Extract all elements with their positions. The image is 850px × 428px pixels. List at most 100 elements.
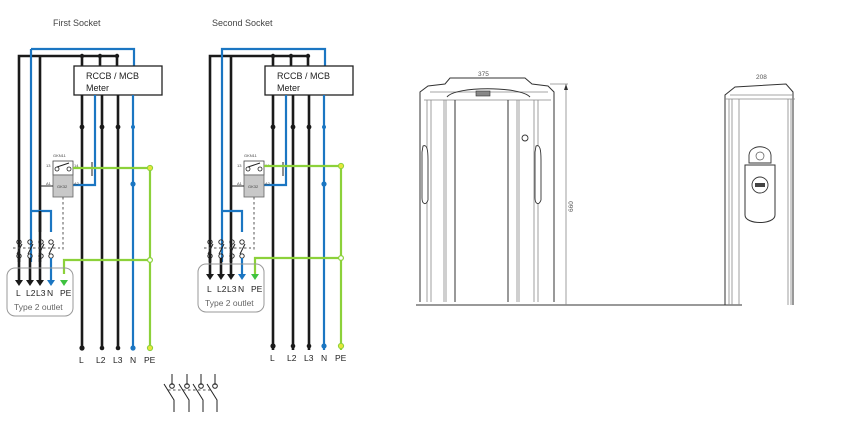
outlet-terminal-label: L3	[36, 288, 46, 298]
door-edges	[454, 100, 509, 302]
junction-dot	[130, 181, 136, 187]
supply-terminal-label: PE	[144, 355, 156, 365]
supply-terminal-label: L	[79, 355, 84, 365]
wire-neutral-to-switch	[222, 209, 244, 232]
socket-cover-icon	[748, 146, 772, 164]
outlet-terminal-label: L2	[26, 288, 36, 298]
junction-dot	[306, 124, 312, 130]
schematic-second-socket: Second Socket RCCB / MCB Meter GKN11 GK3…	[197, 18, 354, 363]
switch-symbol-contact	[169, 383, 175, 389]
switch-contact	[218, 239, 224, 245]
wire-output-neutral-to-coil	[257, 95, 288, 187]
switch-contact	[229, 239, 235, 245]
rccb-label: RCCB / MCB	[86, 71, 139, 81]
junction-dot	[147, 257, 154, 264]
relay-pin-label: A2	[74, 181, 80, 186]
junction-dot	[322, 125, 326, 129]
arrow-icon	[227, 274, 235, 280]
junction-dot	[305, 53, 311, 59]
supply-terminal-label: N	[130, 355, 136, 365]
outlet-terminal-label: L3	[227, 284, 237, 294]
terminal-dot	[306, 343, 312, 349]
outlet-terminal-label: N	[238, 284, 244, 294]
switch-contact	[48, 239, 54, 245]
arrow-icon	[251, 274, 259, 280]
relay-contact-terminal	[257, 166, 263, 172]
switch-symbol-contact	[212, 383, 218, 389]
wire-earth-outlet	[62, 258, 150, 274]
left-holster-icon	[421, 145, 429, 205]
relay-top-label: GKN11	[53, 153, 67, 158]
height-dimension: 660	[550, 83, 575, 305]
outlet-label: Type 2 outlet	[14, 302, 63, 312]
junction-dot	[97, 53, 103, 59]
switch-contact	[27, 239, 33, 245]
relay-pin-label: A1	[237, 181, 243, 186]
rccb-label: RCCB / MCB	[277, 71, 330, 81]
charger-front-view: 375	[416, 71, 742, 306]
relay-pin-label: 14	[74, 163, 79, 168]
junction-dot	[114, 53, 120, 59]
relay-pin-label: A2	[265, 181, 271, 186]
meter-label: Meter	[86, 83, 109, 93]
terminal-dot	[321, 343, 327, 349]
junction-dot	[337, 162, 345, 170]
switch-contact	[38, 239, 44, 245]
outlet-terminal-label: L	[16, 288, 21, 298]
relay-contact-box	[52, 160, 74, 176]
switch-contact	[207, 239, 213, 245]
rccb-mcb-meter-box	[264, 65, 354, 96]
wire-phase-l-feed	[208, 54, 308, 262]
socket-face	[751, 176, 769, 194]
right-holster-icon	[534, 145, 542, 205]
switch-symbol-contact	[184, 383, 190, 389]
schematic-first-socket: First Socket RCCB / MCB Meter GKN11	[6, 18, 163, 365]
relay-contact-box	[243, 160, 265, 176]
wire-phase-l-feed	[17, 54, 117, 262]
supply-terminal-label: N	[321, 353, 327, 363]
supply-terminal-label: L3	[113, 355, 123, 365]
switch-blades	[207, 243, 246, 255]
type2-outlet-box	[197, 263, 265, 313]
junction-dot	[115, 124, 121, 130]
logo-plate	[475, 90, 491, 97]
arrow-icon	[47, 280, 55, 286]
supply-terminal-label: L2	[96, 355, 106, 365]
junction-dot	[270, 124, 276, 130]
four-pole-switch-symbol	[163, 374, 218, 412]
relay-contact-terminal	[66, 166, 72, 172]
junction-dot	[290, 124, 296, 130]
rccb-mcb-meter-box	[73, 65, 163, 96]
front-panel-lines	[426, 100, 456, 302]
switch-contact	[239, 253, 245, 259]
terminal-dot	[337, 342, 345, 350]
terminal-dot	[115, 345, 121, 351]
relay-pin-label: A1	[46, 181, 52, 186]
wire-neutral-to-switch	[31, 209, 53, 232]
supply-terminal-label: PE	[335, 353, 347, 363]
supply-terminal-label: L3	[304, 353, 314, 363]
relay-top-label: GKN11	[244, 153, 258, 158]
outlet-terminal-label: N	[47, 288, 53, 298]
schematic-title: Second Socket	[212, 18, 273, 28]
arrow-icon	[15, 280, 23, 286]
outlet-terminal-label: L	[207, 284, 212, 294]
junction-dot	[288, 53, 294, 59]
junction-dot	[270, 53, 276, 59]
wire-neutral-top	[31, 47, 136, 66]
side-top-lines	[725, 94, 795, 100]
relay-pin-label: 13	[237, 163, 242, 168]
dimension-line	[550, 83, 568, 305]
type2-socket-icon	[744, 164, 776, 223]
relay-body-label: GK32	[57, 184, 68, 189]
relay-body-label: GK32	[248, 184, 259, 189]
side-outline	[724, 83, 794, 305]
terminal-dot	[130, 345, 136, 351]
relay-contact-switch	[56, 162, 70, 168]
relay-contact-switch	[247, 162, 261, 168]
junction-dot	[146, 164, 154, 172]
junction-dot	[79, 124, 85, 130]
junction-dot	[131, 125, 135, 129]
outlet-terminal-label: L2	[217, 284, 227, 294]
